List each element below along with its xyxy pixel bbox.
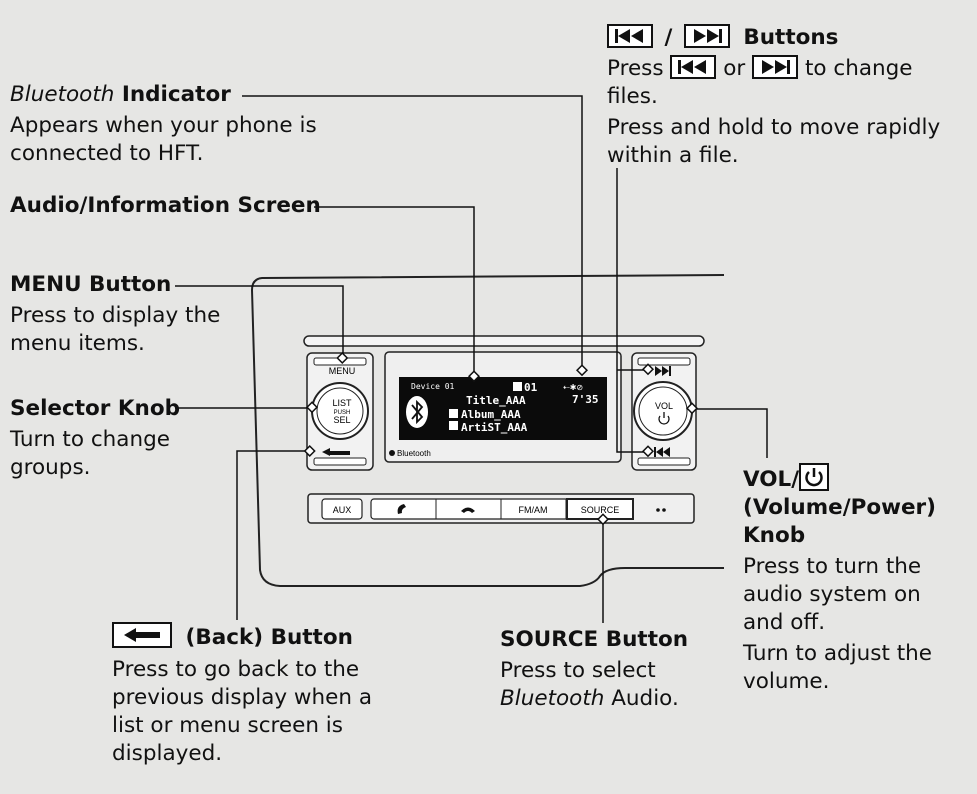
vol-knob-callout: VOL/ (Volume/Power) Knob Press to turn t…	[743, 463, 936, 696]
vol-knob-title-1: VOL/	[743, 463, 936, 494]
power-icon-small	[658, 415, 670, 425]
menu-label: MENU	[329, 366, 356, 376]
menu-button-title: MENU Button	[10, 272, 172, 297]
menu-button-desc-2: menu items.	[10, 331, 145, 356]
bt-indicator-desc-2: connected to HFT.	[10, 141, 204, 166]
skip-forward-icon-box-2	[752, 55, 799, 79]
selector-knob-callout: Selector Knob Turn to change groups.	[10, 395, 180, 482]
menu-button-callout: MENU Button Press to display the menu it…	[10, 271, 220, 358]
screen-artist: ArtiST_AAA	[461, 421, 528, 434]
bluetooth-logo-text: Bluetooth	[397, 449, 431, 458]
phone-hangup-icon	[461, 507, 475, 513]
aux-button[interactable]	[321, 498, 363, 520]
skip-forward-icon	[655, 366, 669, 376]
skip-buttons-callout: / Buttons Press or to change files. Pres…	[607, 24, 940, 170]
vol-knob-title-2: (Volume/Power)	[743, 495, 936, 520]
screen-title: Title_AAA	[466, 394, 526, 407]
status-icons: ⇠✱⊘	[563, 383, 583, 392]
power-icon	[805, 468, 823, 487]
back-button-desc-4: displayed.	[112, 741, 223, 766]
selector-line-2: PUSH	[334, 410, 351, 416]
fmam-label: FM/AM	[519, 505, 548, 515]
phone-pickup-icon	[397, 504, 406, 514]
skip-forward-glyph	[693, 29, 722, 43]
source-label: SOURCE	[581, 505, 620, 515]
back-button-desc-3: list or menu screen is	[112, 713, 343, 738]
selector-line-1: LIST	[332, 398, 352, 408]
dashboard-outline	[250, 274, 725, 587]
vol-knob-desc-5: volume.	[743, 669, 830, 694]
vol-knob-title-3: Knob	[743, 523, 806, 548]
screen-time: 7'35	[572, 393, 599, 406]
selector-knob-desc-1: Turn to change	[10, 427, 170, 452]
vol-knob-desc-3: and off.	[743, 610, 826, 635]
skip-buttons-title: / Buttons	[607, 24, 940, 52]
back-arrow-icon	[124, 628, 160, 642]
top-slot	[303, 335, 705, 347]
selector-knob-desc-2: groups.	[10, 455, 91, 480]
vol-label: VOL	[655, 401, 673, 411]
screen-track: 01	[524, 381, 538, 394]
back-button-callout: (Back) Button Press to go back to the pr…	[112, 622, 372, 768]
back-button-desc-2: previous display when a	[112, 685, 373, 710]
skip-back-icon-box	[607, 24, 653, 48]
skip-forward-icon-box	[683, 24, 730, 48]
bt-indicator-callout: Bluetooth Indicator Appears when your ph…	[10, 81, 317, 168]
back-button-title: (Back) Button	[112, 622, 372, 652]
back-icon	[322, 448, 350, 456]
selector-knob-title: Selector Knob	[10, 396, 181, 421]
back-button-desc-1: Press to go back to the	[112, 657, 360, 682]
source-button-callout: SOURCE Button Press to select Bluetooth …	[500, 622, 688, 713]
skip-buttons-line-1: Press or to change	[607, 55, 913, 81]
skip-back-glyph-2	[678, 60, 707, 74]
bt-indicator-desc-1: Appears when your phone is	[10, 113, 317, 138]
skip-forward-glyph-2	[762, 60, 791, 74]
selector-line-3: SEL	[333, 415, 350, 425]
back-icon-box	[112, 622, 172, 648]
menu-button-desc-1: Press to display the	[10, 303, 221, 328]
screen-album: Album_AAA	[461, 408, 521, 421]
vol-knob-desc-1: Press to turn the	[743, 554, 922, 579]
skip-back-glyph	[615, 29, 643, 43]
source-button-desc-1: Press to select	[500, 658, 656, 683]
bluetooth-icon-large	[411, 399, 424, 425]
skip-back-icon	[656, 447, 670, 457]
aux-label: AUX	[333, 505, 352, 515]
audio-screen	[399, 377, 607, 440]
skip-back-icon-box-2	[670, 55, 717, 79]
power-icon-box	[799, 463, 830, 491]
vol-knob[interactable]	[633, 381, 693, 441]
skip-buttons-line-4: within a file.	[607, 143, 739, 168]
vol-knob-desc-4: Turn to adjust the	[743, 641, 933, 666]
audio-screen-title: Audio/Information Screen	[10, 193, 321, 218]
screen-device: Device 01	[411, 382, 455, 391]
bt-indicator-title: Bluetooth Indicator	[10, 82, 231, 107]
skip-buttons-line-2: files.	[607, 84, 658, 109]
source-button-title: SOURCE Button	[500, 627, 689, 652]
skip-buttons-line-3: Press and hold to move rapidly	[607, 115, 941, 140]
source-button-desc-2: Bluetooth Audio.	[500, 686, 679, 711]
vol-knob-desc-2: audio system on	[743, 582, 921, 607]
